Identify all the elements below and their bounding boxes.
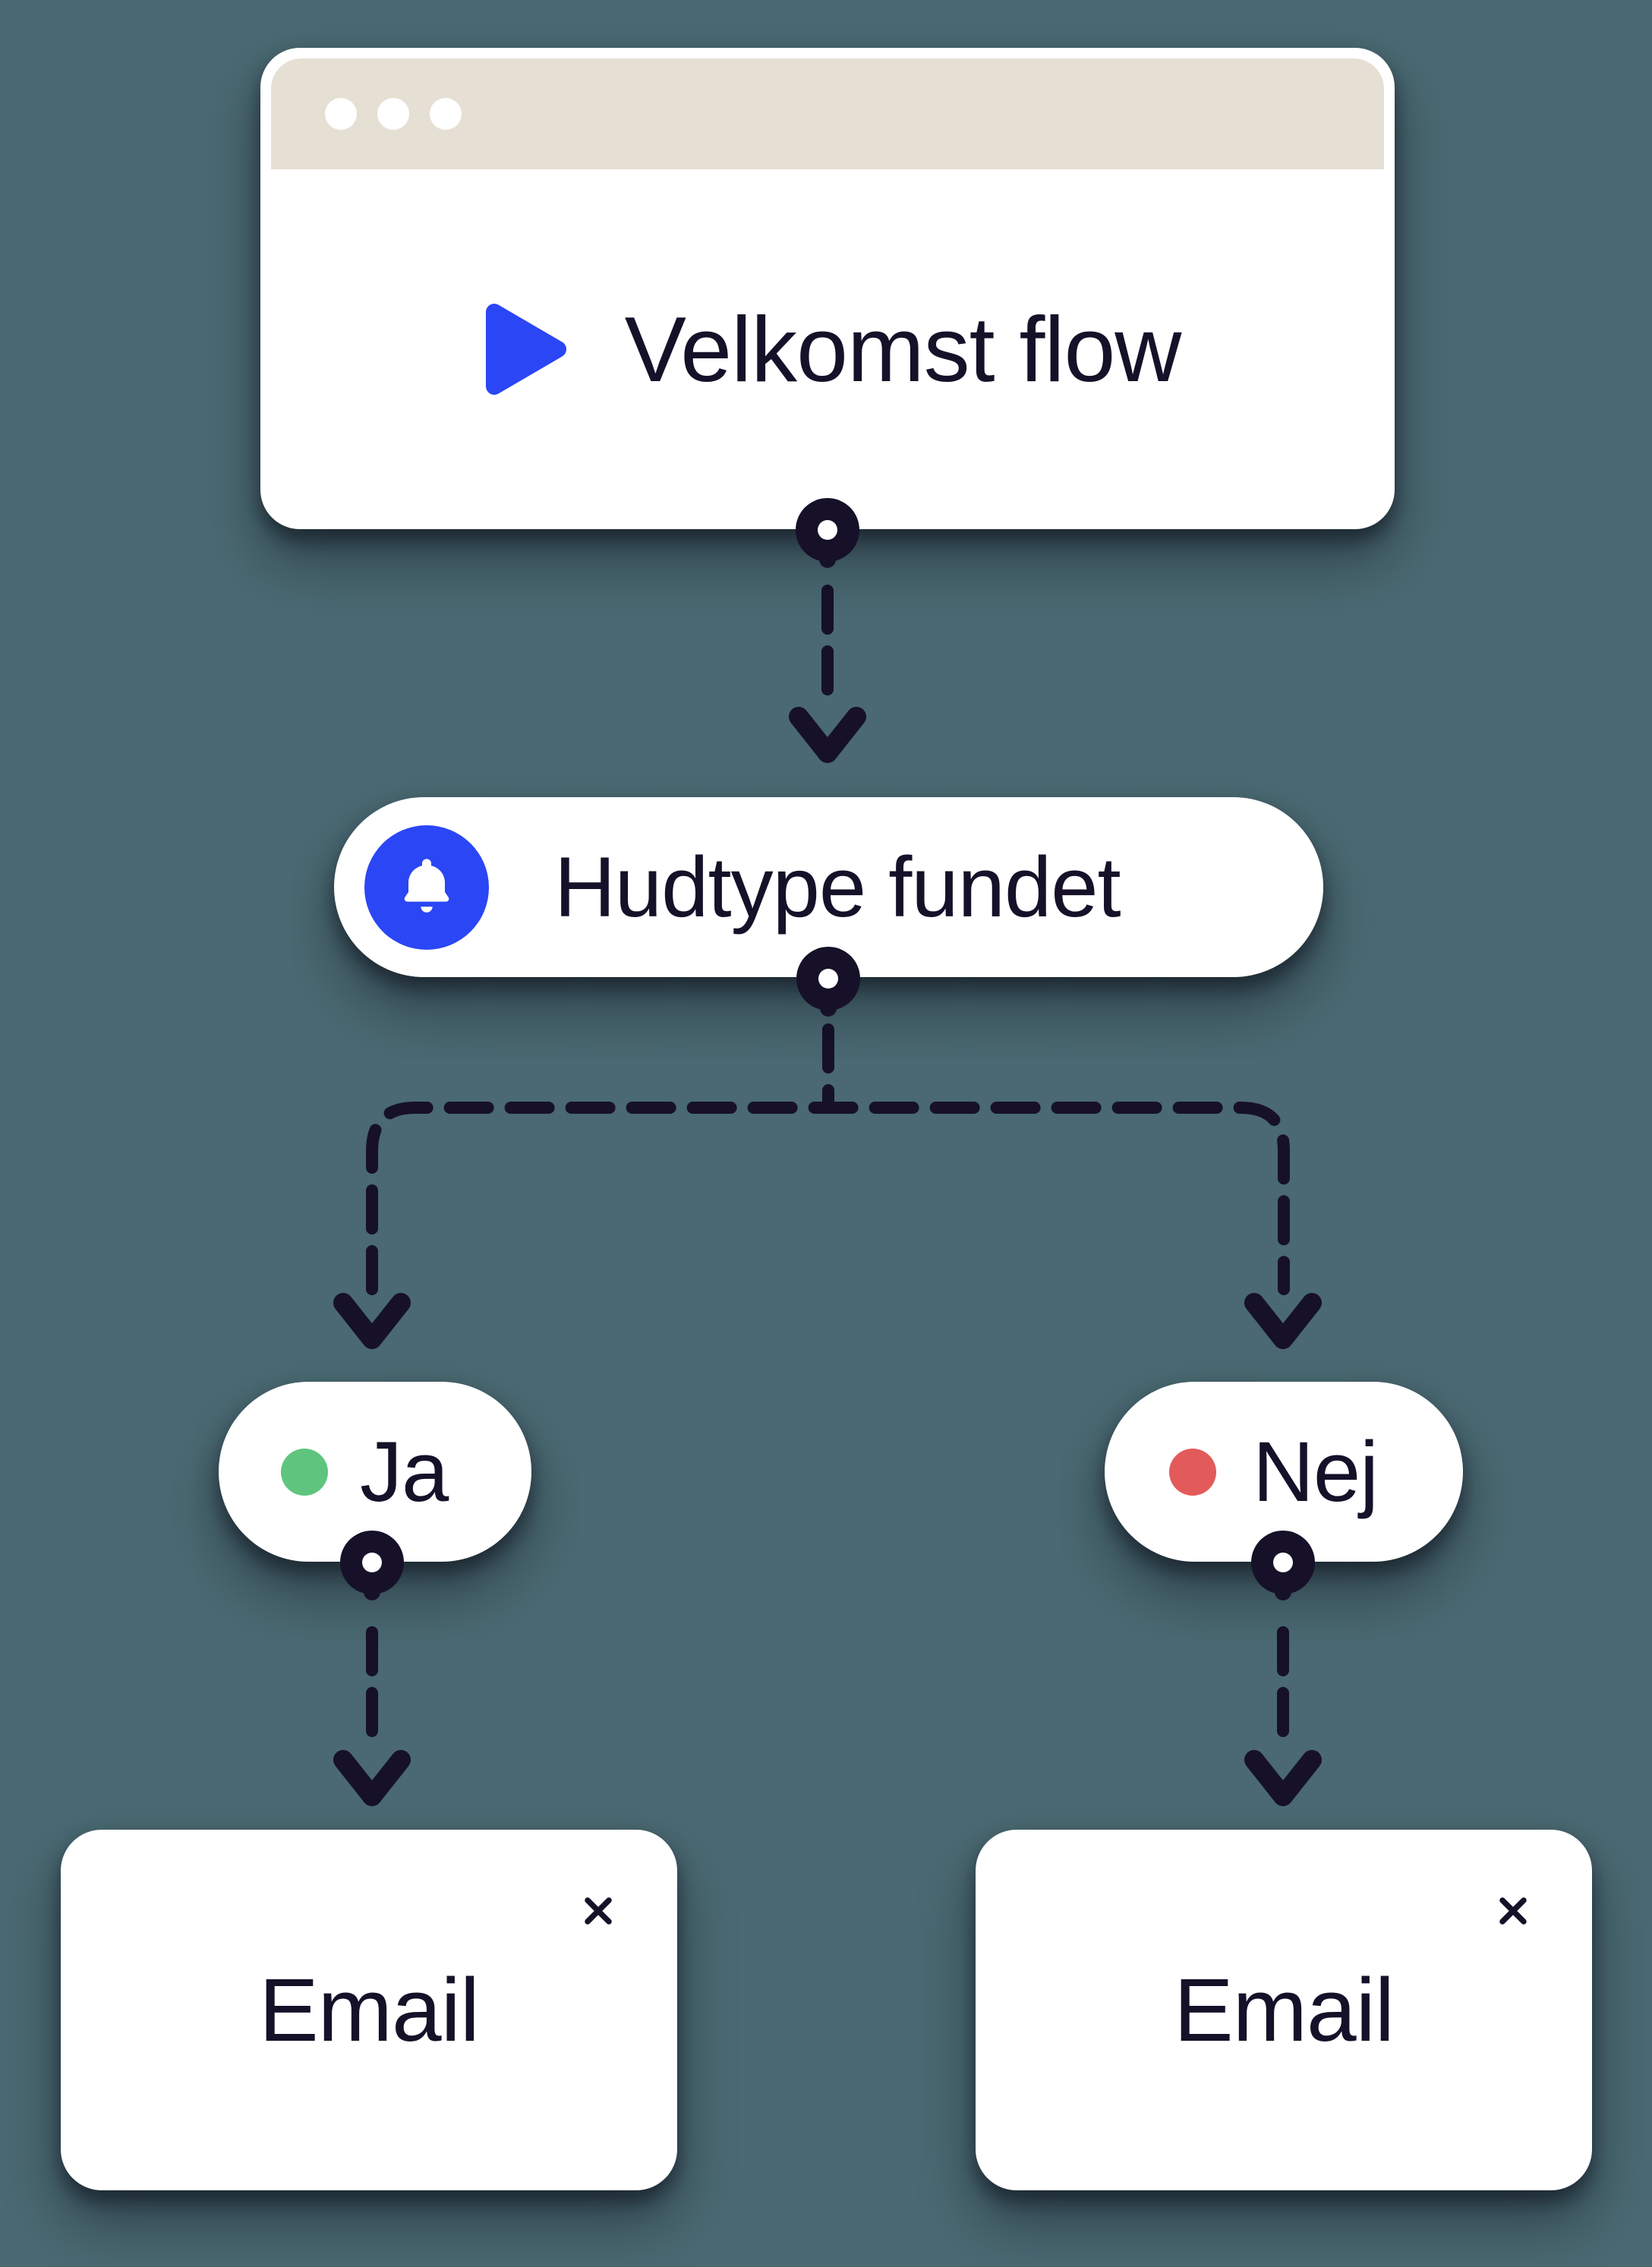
- close-icon: [585, 1897, 612, 1925]
- email-node-yes[interactable]: Email: [61, 1830, 677, 2190]
- window-control-dot-icon: [430, 98, 462, 130]
- arrowhead-branch-yes: [333, 1293, 411, 1349]
- trigger-node-title: Hudtype fundet: [554, 839, 1121, 935]
- start-node-window[interactable]: Velkomst flow: [260, 48, 1395, 529]
- red-status-dot-icon: [1169, 1448, 1216, 1496]
- branch-yes-node[interactable]: Ja: [219, 1382, 531, 1562]
- bell-icon: [364, 825, 489, 950]
- arrowhead-branch-no: [1244, 1293, 1322, 1349]
- arrowhead-yes-to-email: [333, 1750, 411, 1806]
- start-node-title: Velkomst flow: [624, 298, 1182, 401]
- email-node-yes-title: Email: [258, 1960, 480, 2060]
- arrowhead-no-to-email: [1244, 1750, 1322, 1806]
- arrowhead-start-to-trigger: [789, 707, 866, 763]
- green-status-dot-icon: [281, 1448, 328, 1496]
- port-start-output[interactable]: [796, 498, 859, 568]
- port-no-output[interactable]: [1251, 1531, 1315, 1600]
- branch-no-label: Nej: [1253, 1424, 1379, 1519]
- branch-yes-label: Ja: [360, 1424, 449, 1519]
- window-control-dot-icon: [377, 98, 409, 130]
- window-control-dot-icon: [325, 98, 357, 130]
- connector-branch-rail: [366, 1102, 1290, 1295]
- close-icon: [1499, 1897, 1527, 1925]
- trigger-node[interactable]: Hudtype fundet: [334, 797, 1323, 977]
- email-node-no[interactable]: Email: [976, 1830, 1592, 2190]
- port-yes-output[interactable]: [340, 1531, 404, 1600]
- window-titlebar: [271, 58, 1384, 169]
- close-button[interactable]: [579, 1892, 617, 1930]
- start-node-body: Velkomst flow: [260, 169, 1395, 529]
- close-button[interactable]: [1494, 1892, 1532, 1930]
- port-trigger-output[interactable]: [796, 947, 860, 1017]
- email-node-no-title: Email: [1173, 1960, 1395, 2060]
- play-icon: [485, 304, 566, 395]
